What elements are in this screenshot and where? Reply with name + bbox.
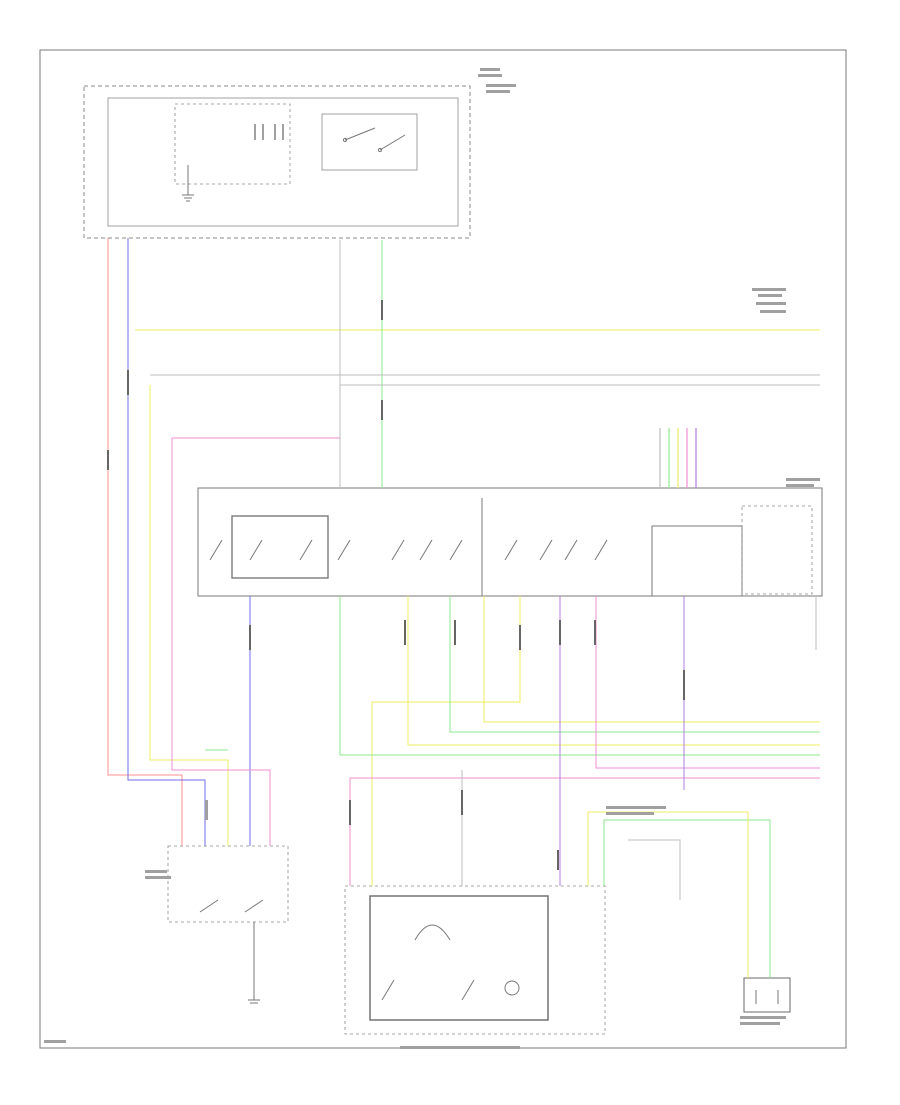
wires [107, 238, 820, 978]
top-module-inner-box [107, 97, 459, 227]
wire-bundle [659, 428, 697, 488]
relay-contact [342, 137, 348, 143]
wire-yellow-right [587, 811, 749, 978]
wire-gray-4 [628, 839, 681, 900]
connector-marks [107, 300, 685, 870]
ground-symbol [182, 165, 194, 202]
wire-yellow-h2 [483, 596, 820, 723]
center-junction-outline [197, 487, 823, 597]
heater-connector-box [743, 977, 791, 1013]
wire-green-right [603, 819, 771, 978]
terminal-marks [254, 124, 284, 140]
top-module [83, 85, 471, 239]
wire-yellow-center [371, 596, 521, 886]
seat-switch-inner [369, 895, 549, 1021]
relay-switch-2 [379, 134, 406, 151]
label-blocks [44, 68, 820, 1049]
diagram-frame [39, 49, 847, 1049]
left-seat-switch-contact-2 [244, 899, 264, 913]
wire-pink-h2 [595, 596, 820, 769]
left-seat-switch [167, 845, 289, 1004]
seat-motor [504, 980, 520, 996]
wire-yellow-h1 [407, 596, 820, 746]
wire-green-h1 [449, 596, 820, 733]
seat-switch-assembly [344, 885, 606, 1035]
center-junction-box [197, 487, 823, 597]
left-ground-symbol [248, 922, 260, 1004]
seat-switch-arc [414, 924, 451, 941]
left-seat-switch-contact [199, 899, 219, 913]
relay-pack-box [741, 505, 813, 595]
seat-switch-outer [344, 885, 606, 1035]
top-module-box [83, 85, 471, 239]
top-module-sub-box [174, 103, 291, 185]
left-seat-switch-box [167, 845, 289, 923]
wire-green-h2 [339, 596, 820, 756]
seat-switch-contact-2 [461, 979, 475, 1001]
wire-pink-vertical [171, 438, 271, 846]
wire-pink-h1 [349, 777, 820, 886]
heater-connector [743, 977, 791, 1013]
relay-switch [344, 127, 376, 141]
switch-block-1 [231, 515, 329, 579]
switch-contacts [209, 539, 608, 561]
relay-box [321, 113, 418, 171]
seat-switch-contact [381, 979, 395, 1001]
wire-yellow-left [149, 385, 229, 846]
relay-contact-2 [377, 147, 383, 153]
control-module-box [651, 525, 743, 597]
wire-red [107, 238, 183, 846]
wire-blue-vertical [127, 238, 206, 846]
